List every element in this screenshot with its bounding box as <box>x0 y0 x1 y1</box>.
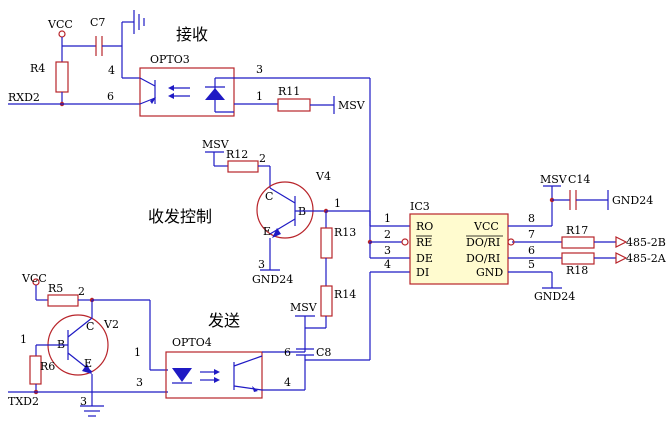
out-485-2b: 485-2B <box>626 236 666 249</box>
ic3-dori: DO/RI <box>466 252 500 265</box>
r13-resistor <box>320 227 333 259</box>
ic3-di: DI <box>416 266 429 279</box>
pin6-opto3: 6 <box>107 90 114 103</box>
pin2-r5: 2 <box>78 285 85 298</box>
control-title: 收发控制 <box>148 207 212 226</box>
v4-e-pin: E <box>263 225 271 238</box>
v2-e-pin: E <box>84 357 92 370</box>
vcc-label-top: VCC <box>47 18 73 31</box>
msv-label-3: MSV <box>290 301 318 314</box>
v4-label: V4 <box>315 170 331 183</box>
txd-label: TXD2 <box>8 395 39 408</box>
c14-label: C14 <box>568 173 590 186</box>
ic3-gnd: GND <box>476 266 503 279</box>
pin3-v4: 3 <box>258 258 265 271</box>
pin4-opto3: 4 <box>108 64 115 77</box>
r18-label: R18 <box>566 264 588 277</box>
ic3-pin8: 8 <box>528 212 535 225</box>
pin4-opto4: 4 <box>284 376 291 389</box>
r18-resistor <box>561 252 595 265</box>
ic3-label: IC3 <box>410 200 430 213</box>
ic3-pin1: 1 <box>384 212 391 225</box>
c7-label: C7 <box>90 16 105 29</box>
pin3-opto3: 3 <box>256 63 263 76</box>
receive-title: 接收 <box>176 25 208 44</box>
ic3-pin2: 2 <box>384 228 391 241</box>
r13-label: R13 <box>334 226 356 239</box>
msv-label-4: MSV <box>540 173 568 186</box>
v2-label: V2 <box>103 318 119 331</box>
opto4-led <box>172 368 192 382</box>
out-485-2a: 485-2A <box>626 252 667 265</box>
pin1-v2: 1 <box>20 333 27 346</box>
pin2-r12: 2 <box>259 152 266 165</box>
msv-label-1: MSV <box>338 99 366 112</box>
v2-c-pin: C <box>86 320 94 333</box>
r5-label: R5 <box>48 282 63 295</box>
pin3-v2: 3 <box>136 376 143 389</box>
pin6-c8: 6 <box>284 346 291 359</box>
opto3-label: OPTO3 <box>150 53 190 66</box>
r6-label: R6 <box>40 360 55 373</box>
send-title: 发送 <box>208 311 240 330</box>
r14-resistor <box>320 285 333 317</box>
r4-label: R4 <box>30 62 45 75</box>
ic3-ro: RO <box>416 220 433 233</box>
vcc-terminal-top <box>58 30 66 38</box>
v4-c-pin: C <box>265 190 273 203</box>
ic3-dori-bar: DO/RI <box>466 236 500 249</box>
pin1-opto3: 1 <box>256 90 263 103</box>
ic3-pin5: 5 <box>528 258 535 271</box>
r11-label: R11 <box>278 85 300 98</box>
vcc-label-bottom: VCC <box>21 272 47 285</box>
gnd24-ic: GND24 <box>534 290 575 303</box>
r4-resistor <box>55 61 69 93</box>
control-section: MSV R12 2 V4 C B E 1 3 GND24 收发控制 R13 <box>148 138 370 352</box>
ic3-pin4: 4 <box>384 258 391 271</box>
gnd24-c14: GND24 <box>612 194 653 207</box>
msv-label-2: MSV <box>202 138 230 151</box>
send-section: VCC R5 2 1 V2 B C E 1 R6 TXD2 <box>8 272 370 417</box>
receive-section: VCC C7 接收 R4 RXD2 6 4 OPTO3 <box>8 10 370 117</box>
r17-label: R17 <box>566 224 588 237</box>
opto4-box <box>165 351 263 399</box>
v4-transistor <box>256 181 314 239</box>
opto4-label: OPTO4 <box>172 336 212 349</box>
r14-label: R14 <box>334 288 356 301</box>
ic3-de: DE <box>416 252 433 265</box>
ic3-re: RE <box>416 236 432 249</box>
c8-label: C8 <box>316 346 331 359</box>
pin1-opto4: 1 <box>134 346 141 359</box>
ic3-pin6: 6 <box>528 244 535 257</box>
ic3-section: 1 2 3 4 IC3 RO RE DE DI VCC DO/RI DO/RI … <box>367 78 667 360</box>
ic3-pin3: 3 <box>384 244 391 257</box>
ic3-chip <box>409 213 509 285</box>
r12-resistor <box>227 160 259 173</box>
r5-resistor <box>47 294 79 307</box>
opto3-box <box>139 67 235 117</box>
r17-resistor <box>561 236 595 249</box>
r11-resistor <box>277 98 311 112</box>
r12-label: R12 <box>226 148 248 161</box>
ic3-vcc: VCC <box>473 220 499 233</box>
pin3-v2-left: 3 <box>80 395 87 408</box>
ic3-pin7: 7 <box>528 228 535 241</box>
gnd24-v4: GND24 <box>252 273 293 286</box>
pin1-v4: 1 <box>334 197 341 210</box>
rxd-label: RXD2 <box>8 91 40 104</box>
